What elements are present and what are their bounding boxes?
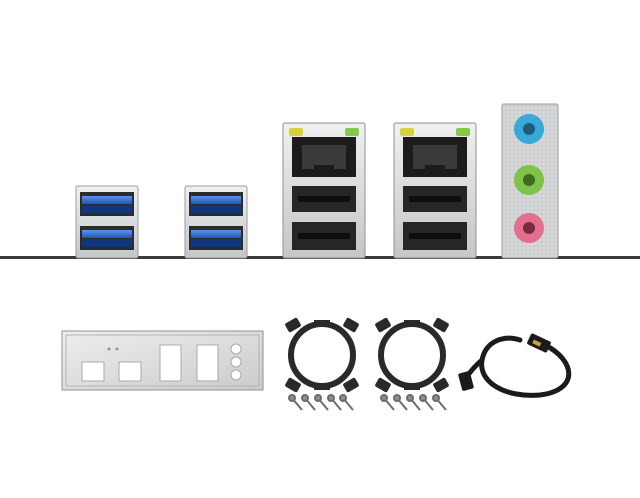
lan-usb-stack-2	[393, 122, 477, 259]
sata-cable	[458, 333, 572, 398]
mounting-screws	[288, 394, 354, 411]
audio-jack-panel	[501, 103, 559, 259]
lan-usb-stack-1	[282, 122, 366, 259]
cpu-cooler-bracket-1	[285, 317, 359, 393]
sata-connector-icon	[458, 371, 474, 391]
led-green-icon	[456, 128, 470, 136]
io-shield	[61, 330, 264, 391]
led-yellow-icon	[289, 128, 303, 136]
cpu-cooler-bracket-2	[375, 317, 449, 393]
led-green-icon	[345, 128, 359, 136]
usb3-stack-1	[75, 185, 139, 259]
led-yellow-icon	[400, 128, 414, 136]
usb3-stack-2	[184, 185, 248, 259]
mounting-screws	[380, 394, 447, 411]
